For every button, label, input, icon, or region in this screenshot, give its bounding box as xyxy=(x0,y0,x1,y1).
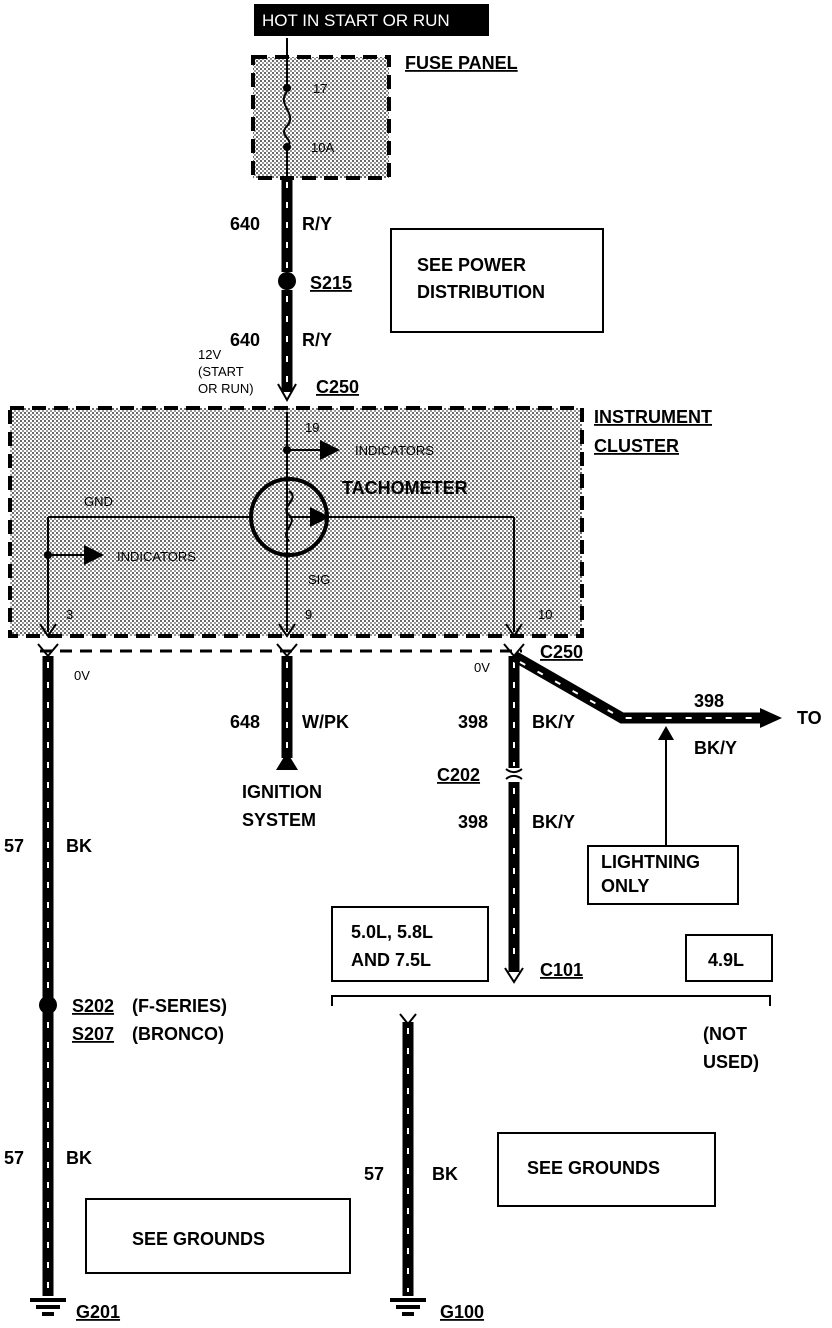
connector-c250-top: C250 xyxy=(316,377,359,397)
wire-right-lower-circuit: 398 xyxy=(458,812,488,832)
lightning-only-box: LIGHTNING ONLY xyxy=(587,845,739,905)
pin-9: 9 xyxy=(305,607,312,622)
ignition-line-2: SYSTEM xyxy=(242,810,316,830)
wire-center-color: BK xyxy=(432,1164,458,1184)
connector-c250-bottom: C250 xyxy=(540,642,583,662)
ground-g201-icon xyxy=(30,1298,66,1316)
svg-text:SEE GROUNDS: SEE GROUNDS xyxy=(132,1229,265,1249)
wire-648 xyxy=(276,656,298,770)
splice-s202 xyxy=(39,996,57,1014)
instrument-cluster xyxy=(8,406,584,638)
pin-10: 10 xyxy=(538,607,552,622)
svg-text:SEE POWER: SEE POWER xyxy=(417,255,526,275)
see-power-distribution-box: SEE POWER DISTRIBUTION xyxy=(390,228,604,333)
not-used-2: USED) xyxy=(703,1052,759,1072)
pin-19: 19 xyxy=(305,420,319,435)
wire-mid-color: R/Y xyxy=(302,330,332,350)
svg-text:ONLY: ONLY xyxy=(601,876,649,896)
svg-text:SEE GROUNDS: SEE GROUNDS xyxy=(527,1158,660,1178)
voltage-start: (START xyxy=(198,364,244,379)
svg-text:5.0L, 5.8L: 5.0L, 5.8L xyxy=(351,922,433,942)
wire-640-lower xyxy=(277,290,297,403)
see-grounds-left-box: SEE GROUNDS xyxy=(85,1198,351,1274)
engine-58l-box: 5.0L, 5.8L AND 7.5L xyxy=(331,906,489,982)
wire-left-upper-color: BK xyxy=(66,836,92,856)
indicators-top: INDICATORS xyxy=(355,443,434,458)
zero-volt-left: 0V xyxy=(74,668,90,683)
wire-left-lower-circuit: 57 xyxy=(4,1148,24,1168)
splice-s207-label: S207 xyxy=(72,1024,114,1044)
gnd-label: GND xyxy=(84,494,113,509)
splice-s202-note: (F-SERIES) xyxy=(132,996,227,1016)
voltage-or-run: OR RUN) xyxy=(198,381,254,396)
wire-right-upper-color: BK/Y xyxy=(532,712,575,732)
ground-g201-label: G201 xyxy=(76,1302,120,1322)
wire-signal-color: W/PK xyxy=(302,712,349,732)
wire-right-lower-color: BK/Y xyxy=(532,812,575,832)
voltage-12v: 12V xyxy=(198,347,221,362)
wire-signal-circuit: 648 xyxy=(230,712,260,732)
zero-volt-right: 0V xyxy=(474,660,490,675)
splice-s202-label: S202 xyxy=(72,996,114,1016)
wire-left-upper-circuit: 57 xyxy=(4,836,24,856)
splice-s215 xyxy=(278,272,296,290)
branch-color: BK/Y xyxy=(694,738,737,758)
wire-right-upper-circuit: 398 xyxy=(458,712,488,732)
wire-398-upper xyxy=(508,651,782,768)
svg-text:DISTRIBUTION: DISTRIBUTION xyxy=(417,282,545,302)
connector-c101: C101 xyxy=(540,960,583,980)
fuse-panel: 17 10A xyxy=(251,38,391,180)
wire-398-lower xyxy=(504,782,524,984)
engine-bracket xyxy=(331,995,771,1006)
cluster-label-1: INSTRUMENT xyxy=(594,407,712,427)
not-used-1: (NOT xyxy=(703,1024,747,1044)
wire-top-color: R/Y xyxy=(302,214,332,234)
splice-s215-label: S215 xyxy=(310,273,352,293)
wire-57-center xyxy=(399,1013,417,1296)
fuse-panel-label: FUSE PANEL xyxy=(405,53,518,73)
ignition-line-1: IGNITION xyxy=(242,782,322,802)
tachometer-label: TACHOMETER xyxy=(342,478,468,498)
splice-s207-note: (BRONCO) xyxy=(132,1024,224,1044)
wire-center-circuit: 57 xyxy=(364,1164,384,1184)
fuse-rating: 10A xyxy=(311,140,334,155)
indicators-left: INDICATORS xyxy=(117,549,196,564)
svg-text:AND 7.5L: AND 7.5L xyxy=(351,950,431,970)
branch-circuit: 398 xyxy=(694,691,724,711)
fuse-icon xyxy=(282,91,292,147)
ground-g100-label: G100 xyxy=(440,1302,484,1322)
connector-c202: C202 xyxy=(437,765,480,785)
wire-left-lower-color: BK xyxy=(66,1148,92,1168)
hot-in-start-banner: HOT IN START OR RUN xyxy=(254,4,489,36)
wire-top-circuit: 640 xyxy=(230,214,260,234)
sig-label: SIG xyxy=(308,572,330,587)
see-grounds-right-box: SEE GROUNDS xyxy=(497,1132,716,1207)
engine-49l-box: 4.9L xyxy=(685,934,773,982)
pin-3: 3 xyxy=(66,607,73,622)
cluster-label-2: CLUSTER xyxy=(594,436,679,456)
wire-mid-circuit: 640 xyxy=(230,330,260,350)
to-label: TO xyxy=(797,708,822,728)
ground-g100-icon xyxy=(390,1298,426,1316)
svg-text:HOT IN START OR RUN: HOT IN START OR RUN xyxy=(262,11,450,30)
svg-text:4.9L: 4.9L xyxy=(708,950,744,970)
fuse-number: 17 xyxy=(313,81,327,96)
svg-text:LIGHTNING: LIGHTNING xyxy=(601,852,700,872)
